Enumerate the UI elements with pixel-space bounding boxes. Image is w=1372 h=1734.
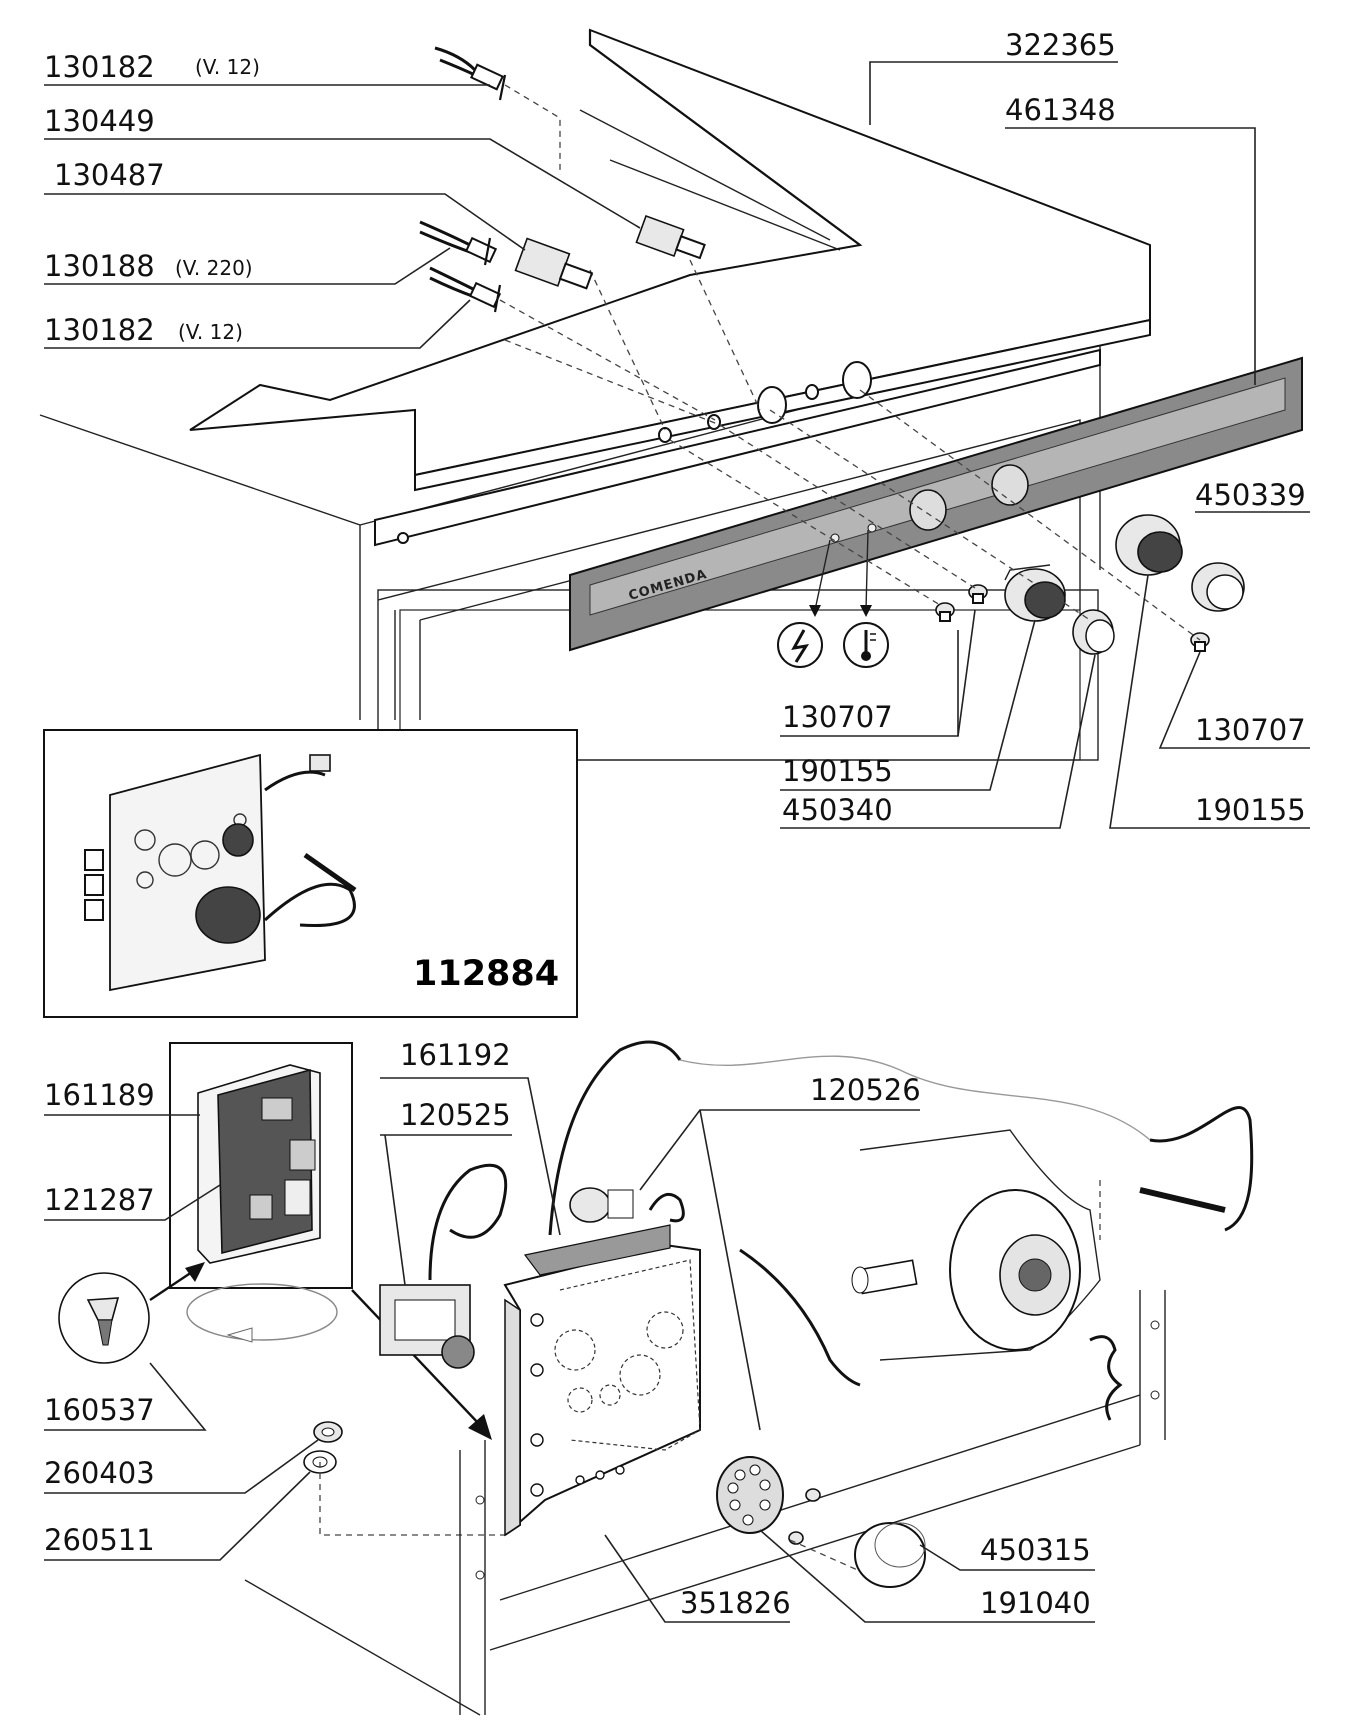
- kit-box-112884: 112884: [43, 729, 578, 1018]
- part-number: 461348: [1005, 93, 1116, 127]
- voltage-note: (V. 12): [195, 55, 260, 79]
- label-190155-right: 190155: [1109, 574, 1310, 829]
- part-number: 130182: [44, 50, 155, 84]
- part-number: 120526: [810, 1073, 921, 1107]
- part-number: 260511: [44, 1523, 155, 1557]
- control-board-121287: [217, 1068, 316, 1255]
- voltage-note: (V. 12): [178, 320, 243, 344]
- label-191040: 191040: [759, 1529, 1095, 1623]
- cable-clip-160537: [58, 1262, 205, 1364]
- part-number: 351826: [680, 1586, 791, 1620]
- part-number: 130487: [54, 158, 165, 192]
- label-190155-left: 190155: [780, 619, 1036, 791]
- knob-bezel-191040: [716, 1456, 784, 1534]
- sensor-120526: [569, 1187, 861, 1387]
- thermostat-120525: [379, 1163, 508, 1369]
- part-number: 161189: [44, 1078, 155, 1112]
- screw-130707-a: [935, 602, 955, 622]
- thermometer-icon: [843, 529, 889, 668]
- part-number: 322365: [1005, 28, 1116, 62]
- label-120526: 120526: [639, 1073, 921, 1431]
- part-number: 130188: [44, 249, 155, 283]
- part-number: 130449: [44, 104, 155, 138]
- part-number: 121287: [44, 1183, 155, 1217]
- bushing-190155-right: [1115, 514, 1183, 576]
- label-121287: 121287: [44, 1183, 221, 1221]
- part-number: 161192: [400, 1038, 511, 1072]
- label-450315: 450315: [919, 1533, 1095, 1571]
- assembly-arrow: [319, 1289, 505, 1536]
- label-130487: 130487: [44, 158, 526, 251]
- label-130707-right: 130707: [1158, 651, 1310, 749]
- bushing-190155-left: [1004, 564, 1066, 622]
- screw-130707-b: [968, 584, 988, 604]
- label-130182-bottom: 130182 (V. 12): [44, 299, 471, 349]
- part-number: 190155: [1195, 793, 1306, 827]
- label-130449: 130449: [44, 104, 641, 229]
- capillary-161192: [548, 1040, 1254, 1240]
- nut-260403: [313, 1421, 343, 1443]
- label-450339: 450339: [1195, 478, 1310, 513]
- part-number: 160537: [44, 1393, 155, 1427]
- part-number: 450315: [980, 1533, 1091, 1567]
- label-450340: 450340: [780, 654, 1096, 829]
- part-number: 130707: [782, 700, 893, 734]
- signal-light-130188: [419, 220, 498, 266]
- part-number: 130707: [1195, 713, 1306, 747]
- switch-130487: [514, 237, 594, 290]
- label-130182-top: 130182 (V. 12): [44, 50, 490, 86]
- label-161192: 161192: [380, 1038, 561, 1236]
- kit-number: 112884: [413, 954, 559, 994]
- label-160537: 160537: [44, 1362, 207, 1431]
- signal-light-130182-top: [434, 46, 507, 101]
- label-351826: 351826: [604, 1534, 791, 1623]
- label-461348: 461348: [1005, 93, 1256, 385]
- control-panel-strip-461348: COMENDA: [569, 356, 1303, 652]
- machine-lower-housing: [244, 1290, 1166, 1716]
- label-120525: 120525: [380, 1098, 512, 1286]
- part-number: 260403: [44, 1456, 155, 1490]
- power-icon: [777, 539, 831, 668]
- knob-450315: [854, 1522, 926, 1588]
- part-number: 190155: [782, 754, 893, 788]
- label-130707-left: 130707: [780, 609, 976, 737]
- part-number: 450340: [782, 793, 893, 827]
- knob-450339: [1191, 562, 1245, 612]
- label-260403: 260403: [44, 1439, 319, 1494]
- knob-450340: [1072, 609, 1115, 655]
- part-number: 120525: [400, 1098, 511, 1132]
- label-260511: 260511: [44, 1471, 311, 1561]
- screw-130707-c: [1190, 632, 1210, 652]
- label-322365: 322365: [869, 28, 1118, 125]
- board-box: [169, 1042, 353, 1343]
- mounting-plate-351826: [503, 1224, 701, 1537]
- part-number: 450339: [1195, 478, 1306, 512]
- motor-unit: [851, 1129, 1123, 1421]
- top-cover-322365: [189, 28, 1151, 547]
- signal-light-130182-bottom: [429, 266, 502, 313]
- switch-130449: [635, 214, 706, 260]
- part-number: 191040: [980, 1586, 1091, 1620]
- part-number: 130182: [44, 313, 155, 347]
- label-161189: 161189: [44, 1078, 200, 1116]
- assembly-dashes-top: [499, 84, 1201, 641]
- voltage-note: (V. 220): [175, 256, 253, 280]
- label-130188: 130188 (V. 220): [44, 247, 451, 285]
